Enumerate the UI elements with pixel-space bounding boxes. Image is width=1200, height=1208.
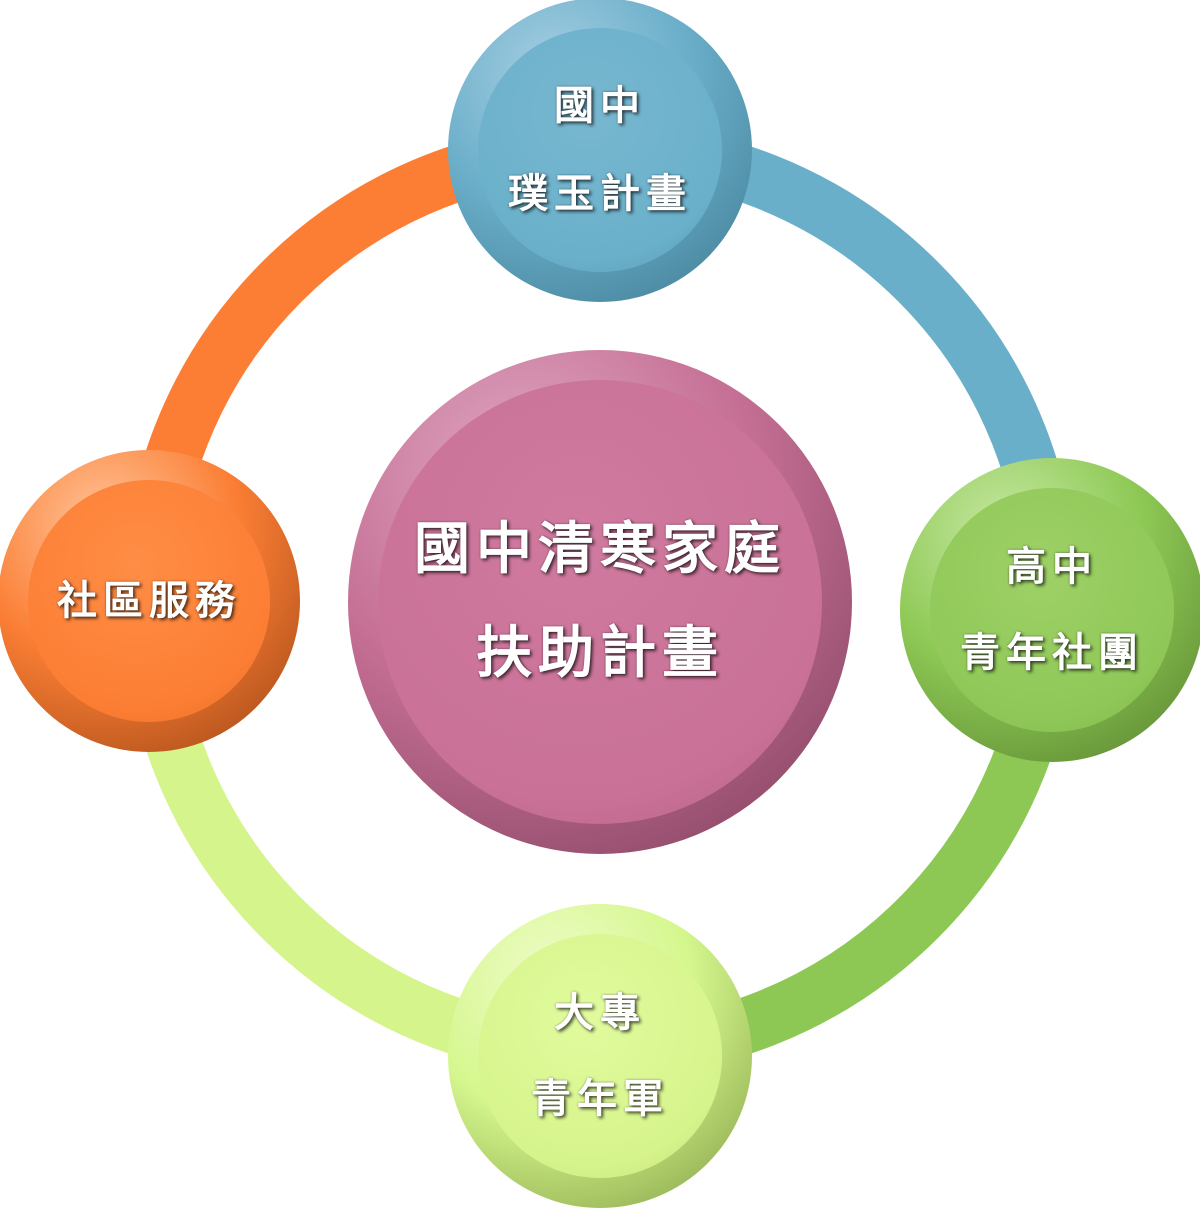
left-node-line1: 社區服務	[57, 578, 241, 624]
right-node-line2: 青年社團	[960, 630, 1144, 676]
left-node-face	[28, 480, 270, 722]
top-node-circle: 國中 璞玉計畫	[448, 0, 752, 302]
top-node-label: 國中 璞玉計畫	[508, 62, 692, 238]
center-node-circle: 國中清寒家庭 扶助計畫	[348, 350, 852, 854]
right-node-circle: 高中 青年社團	[900, 458, 1200, 762]
right-node-line1: 高中	[1006, 544, 1098, 590]
bottom-node-line1: 大專	[554, 990, 646, 1036]
bottom-node-label: 大專 青年軍	[531, 970, 669, 1142]
top-node-line1: 國中	[554, 83, 646, 129]
bottom-node-face	[478, 934, 722, 1178]
top-node-line2: 璞玉計畫	[508, 171, 692, 217]
right-node-label: 高中 青年社團	[960, 524, 1144, 696]
bottom-node-line2: 青年軍	[531, 1076, 669, 1122]
center-node-label: 國中清寒家庭 扶助計畫	[414, 498, 786, 706]
bottom-node-circle: 大專 青年軍	[448, 904, 752, 1208]
left-node-circle: 社區服務	[0, 450, 300, 752]
left-node-label: 社區服務	[57, 571, 241, 631]
center-node-line2: 扶助計畫	[476, 621, 724, 686]
center-node-face	[378, 380, 822, 824]
top-node-face	[478, 28, 722, 272]
center-node-line1: 國中清寒家庭	[414, 517, 786, 582]
right-node-face	[930, 488, 1174, 732]
